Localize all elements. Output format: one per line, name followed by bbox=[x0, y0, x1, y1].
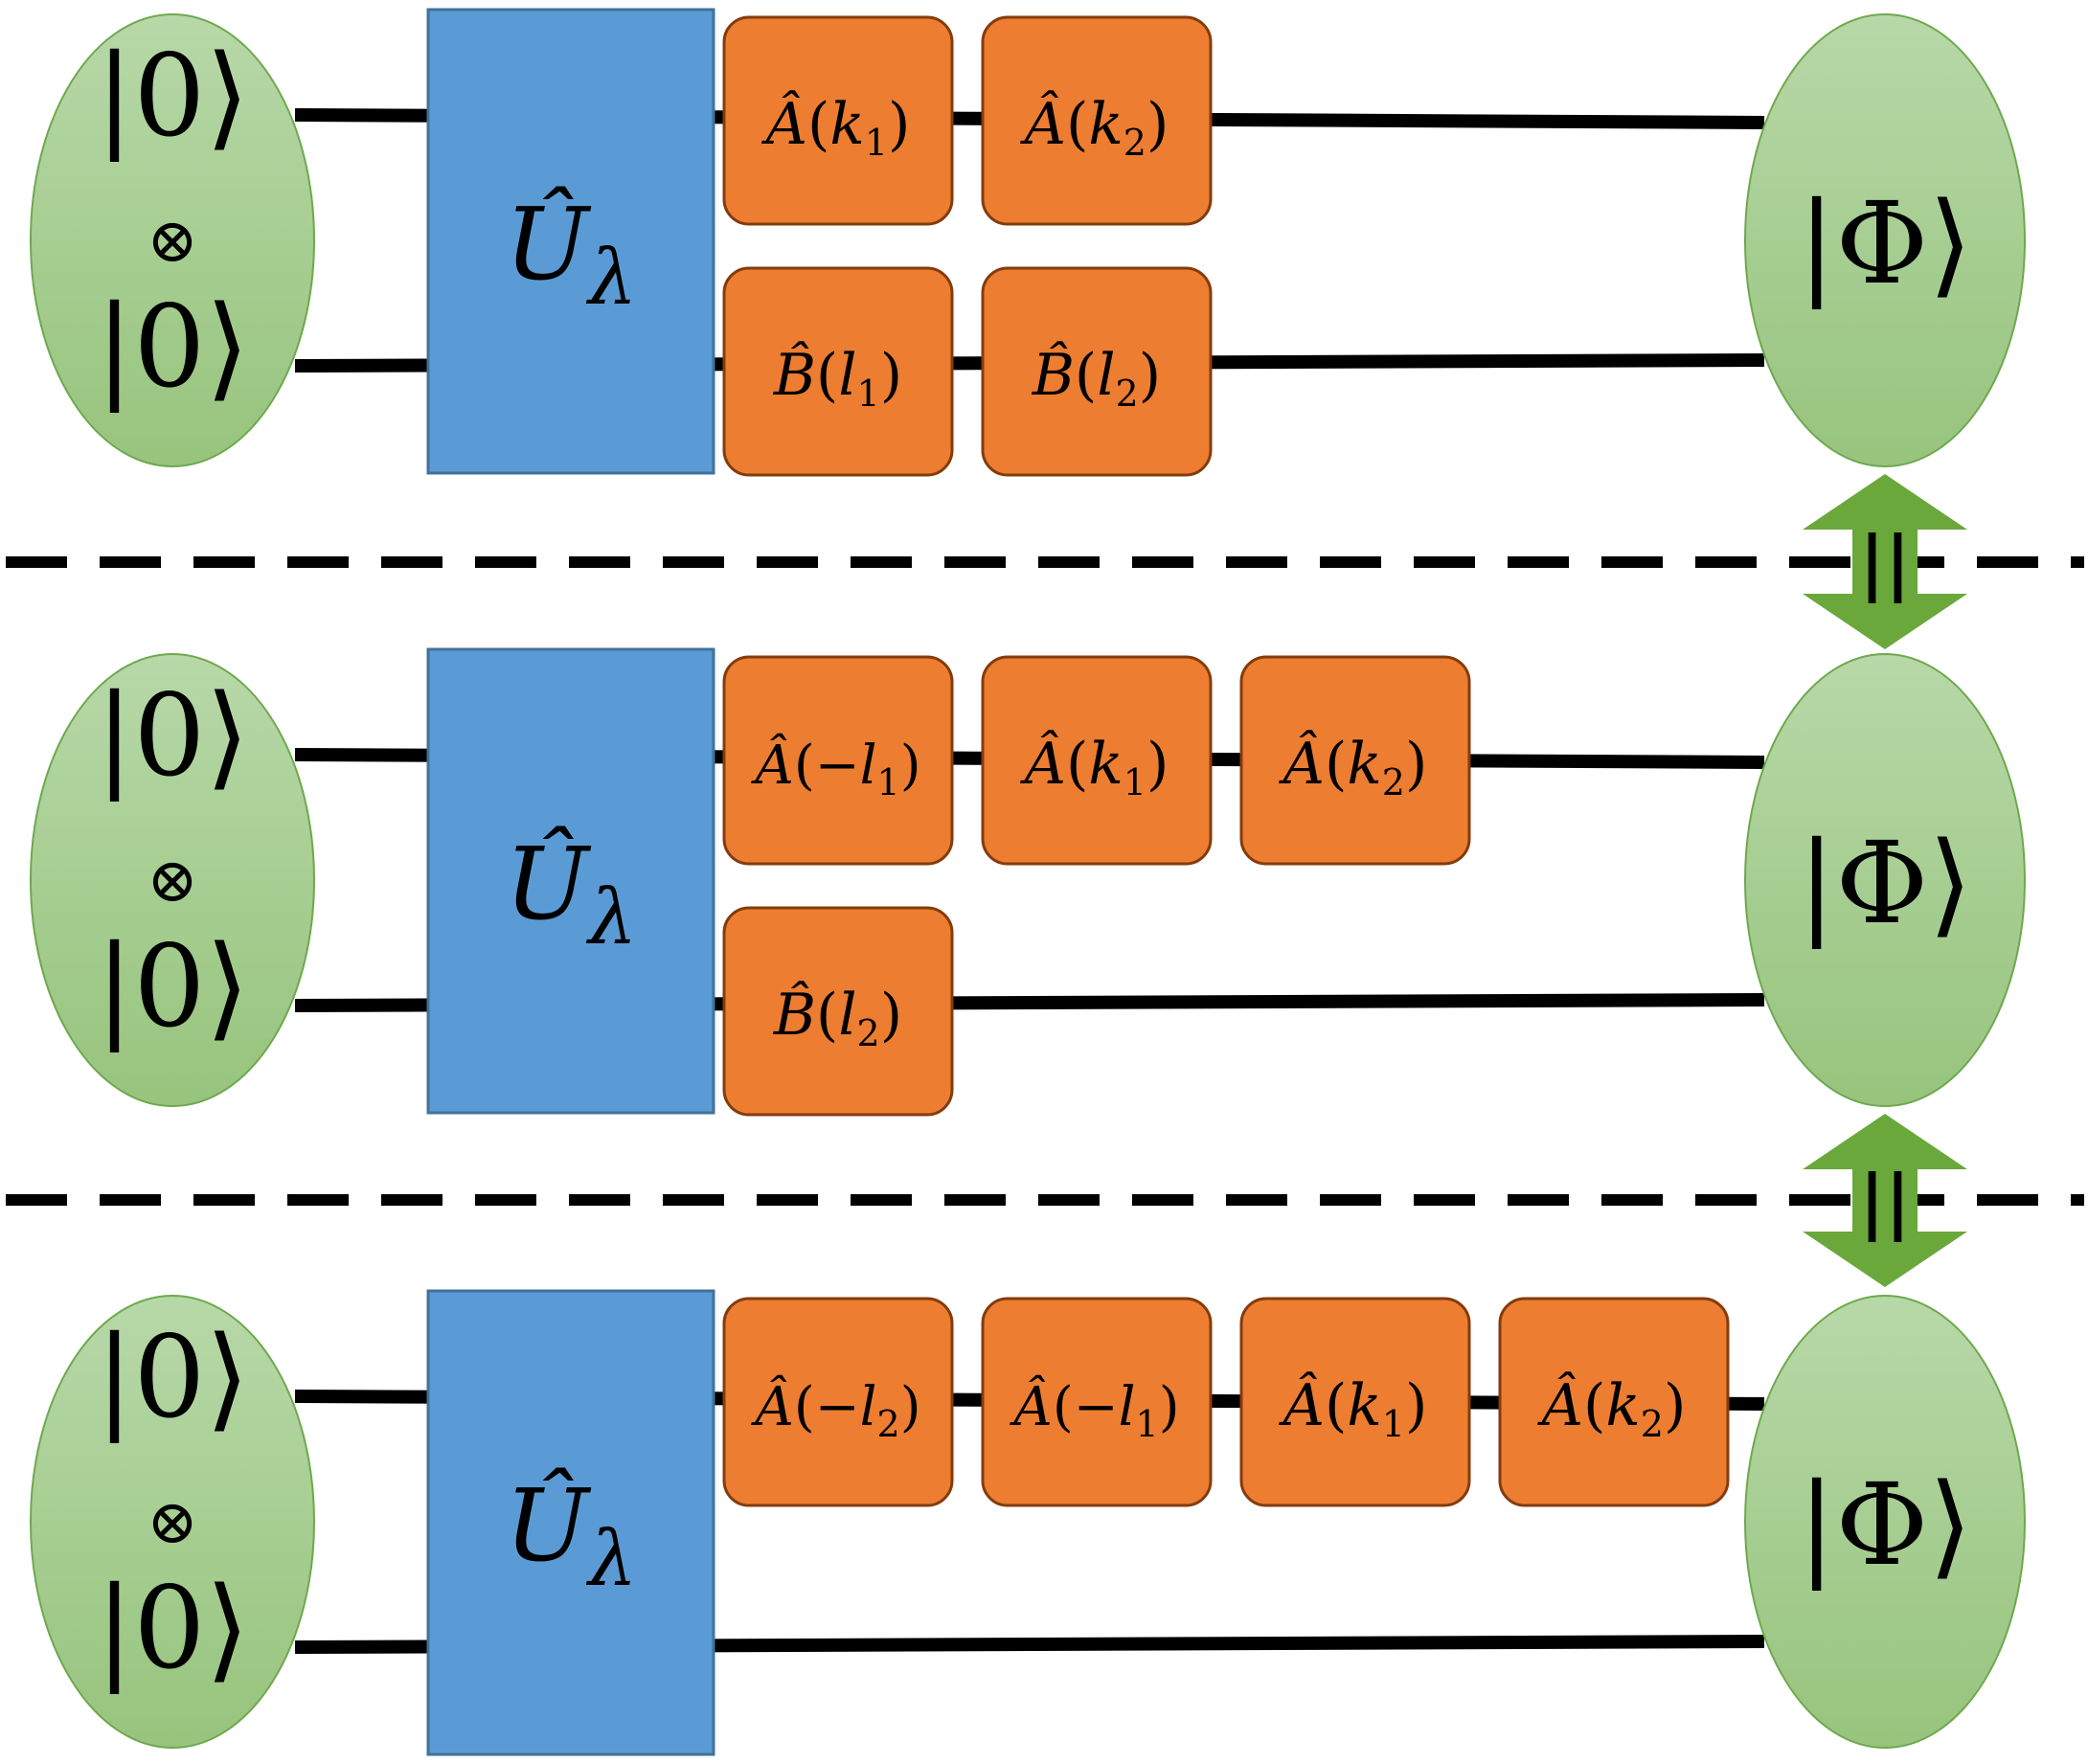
input-state: |0⟩⊗|0⟩ bbox=[30, 13, 315, 467]
unitary-rect bbox=[426, 647, 715, 1115]
gate-label: Â(−l1) bbox=[1009, 1375, 1179, 1445]
input-state-ellipse bbox=[30, 13, 315, 467]
gate-box bbox=[722, 1297, 954, 1507]
ket-zero-top: |0⟩ bbox=[96, 30, 250, 162]
gate-label: B̂(l2) bbox=[1032, 341, 1161, 415]
input-state: |0⟩⊗|0⟩ bbox=[30, 1295, 315, 1749]
input-state-ellipse bbox=[30, 653, 315, 1107]
equivalence-arrow: || bbox=[1803, 1114, 1967, 1287]
gate-label: Â(k1) bbox=[761, 90, 911, 164]
gate-box bbox=[722, 15, 954, 226]
gate-box bbox=[722, 655, 954, 866]
input-state-ellipse bbox=[30, 1295, 315, 1749]
gate-box bbox=[981, 15, 1213, 226]
unitary-rect bbox=[426, 1289, 715, 1756]
gate-box bbox=[981, 655, 1213, 866]
gate-label: Â(k1) bbox=[1020, 730, 1169, 803]
output-state-ellipse bbox=[1744, 13, 2026, 467]
ket-zero-bottom: |0⟩ bbox=[96, 1562, 250, 1694]
input-state: |0⟩⊗|0⟩ bbox=[30, 653, 315, 1107]
gate-label: Â(k2) bbox=[1020, 90, 1169, 164]
double-arrow-icon bbox=[1803, 1114, 1967, 1287]
gate-mode-b: B̂(l1) bbox=[722, 266, 954, 477]
unitary-rect bbox=[426, 8, 715, 475]
gate-mode-a: Â(−l1) bbox=[981, 1297, 1213, 1507]
gate-box bbox=[722, 906, 954, 1117]
ket-zero-bottom: |0⟩ bbox=[96, 920, 250, 1052]
output-ket-phi: |Φ⟩ bbox=[1798, 817, 1973, 949]
gate-mode-a: Â(k1) bbox=[1239, 1297, 1471, 1507]
equals-symbol: || bbox=[1859, 522, 1911, 604]
gate-mode-b: B̂(l2) bbox=[722, 906, 954, 1117]
output-ket-phi: |Φ⟩ bbox=[1798, 177, 1973, 309]
unitary-label: Ûλ bbox=[505, 185, 637, 322]
gate-box bbox=[722, 266, 954, 477]
gate-box bbox=[1239, 655, 1471, 866]
gate-label: B̂(l1) bbox=[773, 341, 902, 415]
gate-label: Â(−l2) bbox=[750, 1375, 920, 1445]
output-state-ellipse bbox=[1744, 653, 2026, 1107]
tensor-product-symbol: ⊗ bbox=[147, 846, 198, 916]
unitary-label: Ûλ bbox=[505, 825, 637, 961]
output-ket-phi: |Φ⟩ bbox=[1798, 1459, 1973, 1591]
ket-zero-top: |0⟩ bbox=[96, 669, 250, 802]
gate-label: Â(k1) bbox=[1279, 1371, 1428, 1445]
unitary-block: Ûλ bbox=[426, 8, 715, 475]
gate-mode-a: Â(k1) bbox=[981, 655, 1213, 866]
gate-label: Â(−l1) bbox=[750, 734, 920, 803]
output-state: |Φ⟩ bbox=[1744, 1295, 2026, 1749]
gate-box bbox=[981, 266, 1213, 477]
output-state: |Φ⟩ bbox=[1744, 13, 2026, 467]
unitary-block: Ûλ bbox=[426, 1289, 715, 1756]
equals-symbol: || bbox=[1859, 1161, 1911, 1243]
gate-mode-a: Â(−l1) bbox=[722, 655, 954, 866]
gate-label: Â(k2) bbox=[1537, 1371, 1687, 1445]
unitary-label: Ûλ bbox=[505, 1466, 637, 1603]
gate-mode-a: Â(k2) bbox=[1498, 1297, 1730, 1507]
gate-box bbox=[981, 1297, 1213, 1507]
gate-mode-a: Â(k2) bbox=[981, 15, 1213, 226]
gate-mode-a: Â(k1) bbox=[722, 15, 954, 226]
equivalence-arrow: || bbox=[1803, 474, 1967, 649]
output-state-ellipse bbox=[1744, 1295, 2026, 1749]
tensor-product-symbol: ⊗ bbox=[147, 1487, 198, 1558]
double-arrow-icon bbox=[1803, 474, 1967, 649]
ket-zero-bottom: |0⟩ bbox=[96, 281, 250, 413]
gate-label: Â(k2) bbox=[1279, 730, 1428, 803]
gate-box bbox=[1239, 1297, 1471, 1507]
unitary-block: Ûλ bbox=[426, 647, 715, 1115]
gate-mode-b: B̂(l2) bbox=[981, 266, 1213, 477]
gate-mode-a: Â(k2) bbox=[1239, 655, 1471, 866]
ket-zero-top: |0⟩ bbox=[96, 1311, 250, 1443]
tensor-product-symbol: ⊗ bbox=[147, 206, 198, 277]
gate-mode-a: Â(−l2) bbox=[722, 1297, 954, 1507]
gate-box bbox=[1498, 1297, 1730, 1507]
output-state: |Φ⟩ bbox=[1744, 653, 2026, 1107]
gate-label: B̂(l2) bbox=[773, 981, 902, 1054]
